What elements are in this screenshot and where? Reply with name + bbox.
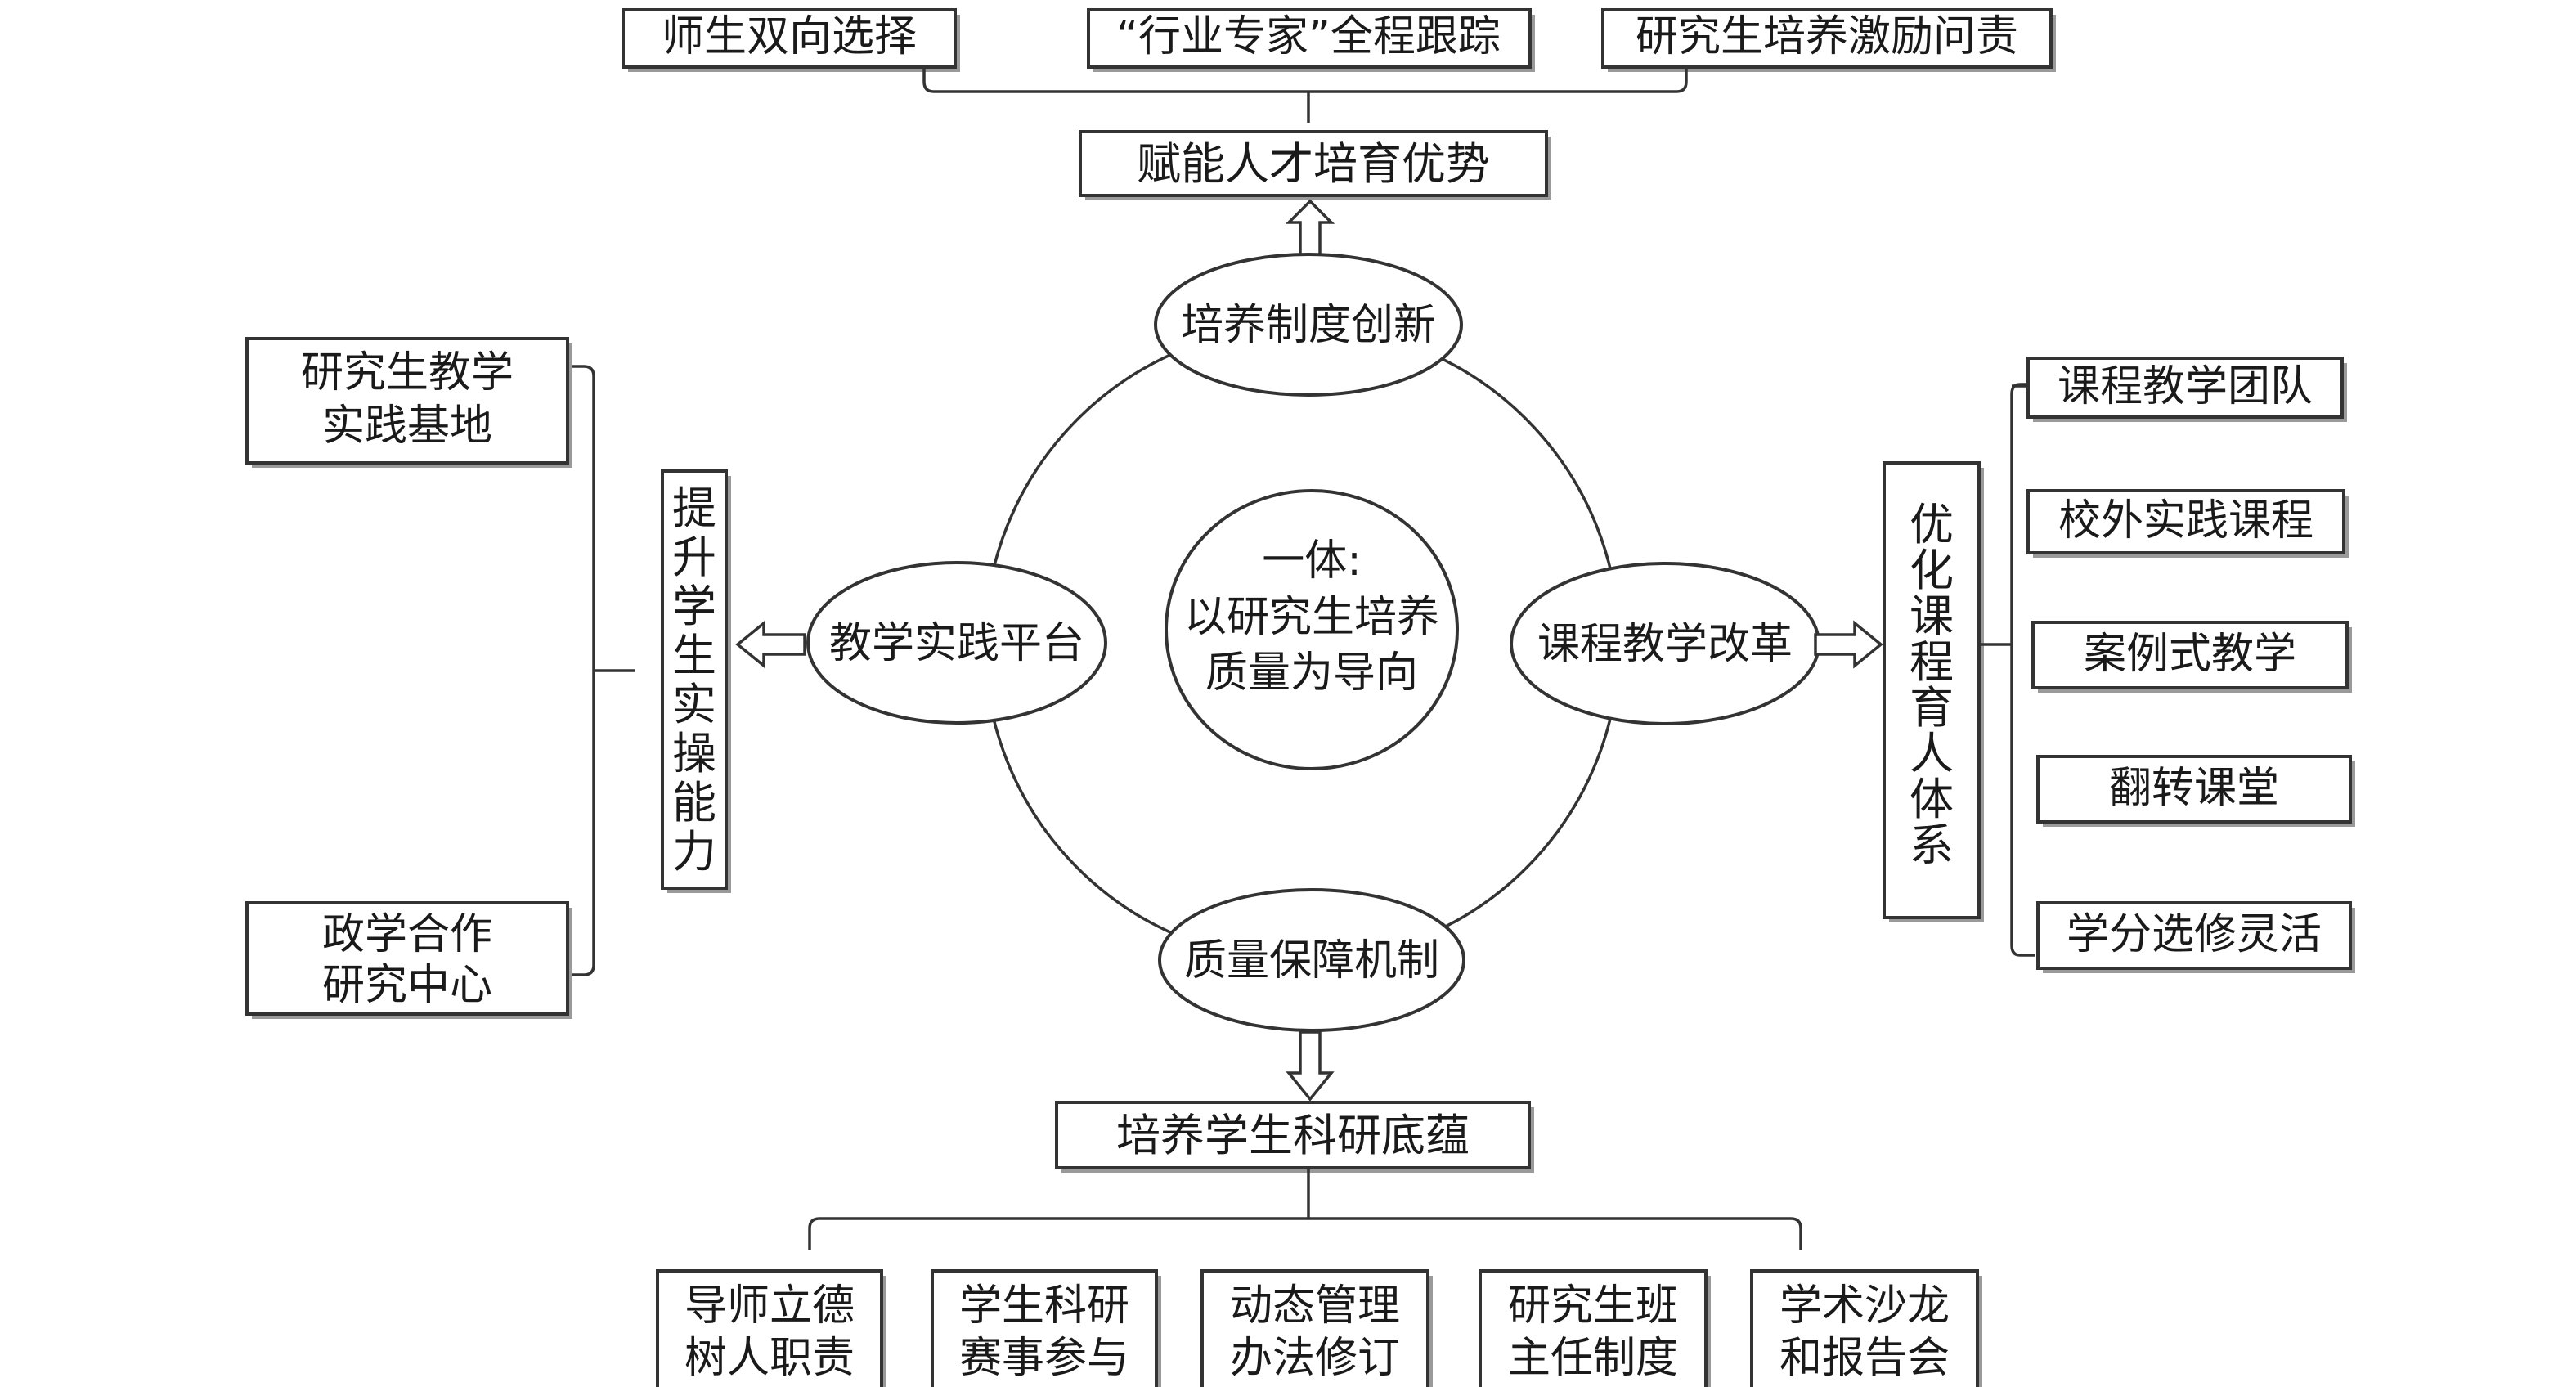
- right-item-box-2: [2026, 489, 2345, 554]
- left-item-box-1: [245, 337, 569, 465]
- right-item-label: 课程教学团队: [2058, 362, 2313, 411]
- top-item-label: 研究生培养激励问责: [1636, 12, 2018, 61]
- left-item-box-2: [245, 901, 569, 1016]
- core-ellipse: [1165, 489, 1459, 770]
- left-items-group: 研究生教学 实践基地 政学合作 研究中心: [245, 337, 572, 1019]
- right-item-box-1: [2026, 357, 2344, 419]
- left-item-line: 实践基地: [322, 402, 492, 451]
- bottom-item-box-1: [656, 1269, 883, 1387]
- left-item-line: 研究中心: [322, 961, 492, 1010]
- right-item-label: 案例式教学: [2084, 630, 2296, 679]
- right-outcome-char: 化: [1910, 545, 1954, 596]
- left-outcome-char: 操: [672, 728, 716, 779]
- right-outcome-char: 程: [1910, 636, 1954, 688]
- arrow-down: [1286, 1030, 1335, 1102]
- left-outcome: 提 升 学 生 实 操 能 力: [661, 469, 731, 893]
- node-left-label: 教学实践平台: [829, 619, 1084, 668]
- bottom-item-line: 办法修订: [1230, 1334, 1400, 1383]
- node-top-ellipse: [1154, 253, 1463, 397]
- right-item-box-3: [2031, 621, 2349, 689]
- left-outcome-char: 提: [672, 483, 716, 534]
- node-right-label: 课程教学改革: [1537, 620, 1793, 669]
- left-outcome-char: 实: [672, 679, 716, 730]
- right-bracket: [1979, 383, 2035, 957]
- top-item-label: 师生双向选择: [662, 12, 917, 61]
- top-bracket: [922, 69, 1688, 123]
- top-items-group: 师生双向选择 “行业专家”全程跟踪 研究生培养激励问责: [622, 8, 2056, 72]
- node-top-label: 培养制度创新: [1181, 301, 1436, 350]
- right-outcome-char: 体: [1910, 774, 1954, 825]
- core-concept: 一体: 以研究生培养 质量为导向: [1165, 489, 1459, 770]
- bottom-item-box-4: [1479, 1269, 1708, 1387]
- right-outcome: 优 化 课 程 育 人 体 系: [1883, 461, 1984, 922]
- right-item-label: 校外实践课程: [2058, 496, 2313, 545]
- top-outcome-box: [1079, 130, 1548, 197]
- node-right: 课程教学改革: [1510, 562, 1820, 725]
- node-bottom-label: 质量保障机制: [1184, 936, 1439, 985]
- node-left-ellipse: [806, 561, 1107, 725]
- right-items-group: 课程教学团队 校外实践课程 案例式教学 翻转课堂 学分选修灵活: [2026, 357, 2355, 973]
- core-line-2: 以研究生培养: [1184, 593, 1439, 642]
- right-item-box-4: [2036, 755, 2352, 824]
- node-top: 培养制度创新: [1154, 253, 1463, 397]
- bottom-item-line: 动态管理: [1230, 1282, 1400, 1331]
- left-outcome-char: 能: [672, 777, 716, 828]
- left-item-line: 研究生教学: [301, 348, 514, 397]
- right-item-box-5: [2036, 901, 2352, 970]
- right-outcome-box: [1883, 461, 1981, 919]
- arrow-right: [1814, 620, 1883, 669]
- left-outcome-char: 学: [672, 581, 716, 632]
- top-item-label: “行业专家”全程跟踪: [1116, 12, 1501, 61]
- left-outcome-char: 生: [672, 630, 716, 681]
- node-bottom: 质量保障机制: [1158, 888, 1465, 1032]
- right-item-label: 学分选修灵活: [2067, 910, 2322, 959]
- right-outcome-char: 系: [1910, 819, 1954, 871]
- arrow-left: [735, 620, 806, 669]
- bottom-item-line: 和报告会: [1779, 1334, 1950, 1383]
- left-outcome-char: 升: [672, 532, 716, 583]
- left-outcome-box: [661, 469, 728, 890]
- right-outcome-char: 课: [1910, 590, 1954, 642]
- left-item-line: 政学合作: [322, 910, 492, 959]
- left-bracket: [568, 365, 635, 976]
- bottom-bracket: [808, 1169, 1802, 1250]
- top-item-box-2: [1087, 8, 1532, 69]
- right-item-label: 翻转课堂: [2109, 764, 2279, 813]
- right-outcome-char: 人: [1910, 728, 1954, 779]
- right-outcome-char: 育: [1910, 682, 1954, 734]
- core-line-3: 质量为导向: [1205, 649, 1418, 698]
- bottom-item-line: 学术沙龙: [1779, 1282, 1950, 1331]
- bottom-outcome: 培养学生科研底蕴: [1055, 1101, 1534, 1173]
- node-left: 教学实践平台: [806, 561, 1107, 725]
- bottom-item-line: 树人职责: [684, 1334, 855, 1383]
- top-outcome: 赋能人才培育优势: [1079, 130, 1551, 200]
- bottom-outcome-box: [1055, 1101, 1531, 1169]
- bottom-outcome-label: 培养学生科研底蕴: [1116, 1110, 1470, 1161]
- bottom-item-line: 赛事参与: [959, 1334, 1129, 1383]
- core-line-1: 一体:: [1262, 536, 1362, 586]
- node-bottom-ellipse: [1158, 888, 1465, 1032]
- bottom-item-box-5: [1750, 1269, 1979, 1387]
- bottom-item-line: 学生科研: [959, 1282, 1129, 1331]
- arrow-up: [1285, 199, 1335, 257]
- bottom-item-line: 主任制度: [1508, 1334, 1678, 1383]
- top-item-box-3: [1601, 8, 2053, 69]
- bottom-item-line: 研究生班: [1508, 1282, 1678, 1331]
- top-item-box-1: [622, 8, 957, 69]
- left-outcome-char: 力: [672, 826, 716, 878]
- bottom-item-box-3: [1200, 1269, 1429, 1387]
- right-outcome-char: 优: [1910, 499, 1954, 550]
- bottom-item-line: 导师立德: [684, 1282, 855, 1331]
- top-outcome-label: 赋能人才培育优势: [1137, 138, 1490, 190]
- bottom-items-group: 导师立德 树人职责 学生科研 赛事参与 动态管理 办法修订 研究生班 主任制度 …: [656, 1269, 1982, 1387]
- bottom-item-box-2: [931, 1269, 1158, 1387]
